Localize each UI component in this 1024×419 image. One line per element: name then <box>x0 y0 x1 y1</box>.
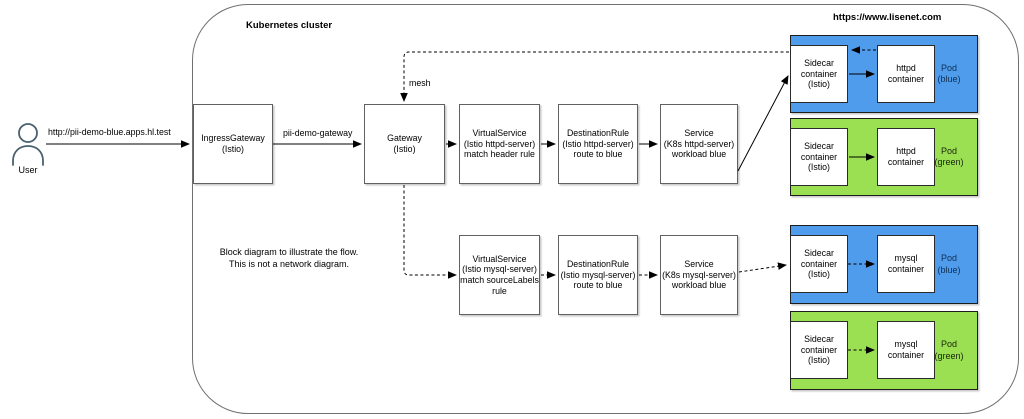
pod-httpd-green: Sidecar container (Istio) httpd containe… <box>790 118 978 196</box>
mesh-label: mesh <box>409 78 431 88</box>
node-virtualservice-mysql: VirtualService (Istio mysql-server) matc… <box>459 235 540 315</box>
pod-label: Pod (blue) <box>937 62 961 84</box>
sidecar-container-box: Sidecar container (Istio) <box>790 321 848 379</box>
sidecar-container-box: Sidecar container (Istio) <box>790 235 848 293</box>
node-ingressgateway: IngressGateway (Istio) <box>193 104 273 184</box>
httpd-container-box: httpd container <box>877 45 935 103</box>
user-label: User <box>18 165 38 175</box>
sidecar-container-box: Sidecar container (Istio) <box>790 128 848 186</box>
request-url-label: http://pii-demo-blue.apps.hl.test <box>48 127 171 137</box>
site-url-label: https://www.lisenet.com <box>833 12 942 23</box>
mysql-container-box: mysql container <box>877 321 935 379</box>
node-service-httpd: Service (K8s httpd-server) workload blue <box>660 104 738 184</box>
cluster-title: Kubernetes cluster <box>246 20 333 31</box>
kubernetes-cluster-boundary <box>192 4 1019 414</box>
pod-mysql-green: Sidecar container (Istio) mysql containe… <box>790 311 978 390</box>
gateway-name-label: pii-demo-gateway <box>283 128 353 138</box>
pod-label: Pod (green) <box>934 145 964 167</box>
sidecar-container-box: Sidecar container (Istio) <box>790 45 848 103</box>
pod-label: Pod (blue) <box>937 253 961 275</box>
node-service-mysql: Service (K8s mysql-server) workload blue <box>660 235 738 315</box>
node-destinationrule-mysql: DestinationRule (Istio mysql-server) rou… <box>558 235 638 315</box>
pod-label: Pod (green) <box>934 339 964 361</box>
pod-httpd-blue: Sidecar container (Istio) httpd containe… <box>790 35 978 113</box>
node-destinationrule-httpd: DestinationRule (Istio httpd-server) rou… <box>558 104 638 184</box>
pod-mysql-blue: Sidecar container (Istio) mysql containe… <box>790 225 978 304</box>
node-virtualservice-httpd: VirtualService (Istio httpd-server) matc… <box>459 104 540 184</box>
httpd-container-box: httpd container <box>877 128 935 186</box>
user-icon <box>12 123 44 166</box>
diagram-note: Block diagram to illustrate the flow. Th… <box>219 247 359 270</box>
mysql-container-box: mysql container <box>877 235 935 293</box>
node-gateway: Gateway (Istio) <box>364 104 445 184</box>
